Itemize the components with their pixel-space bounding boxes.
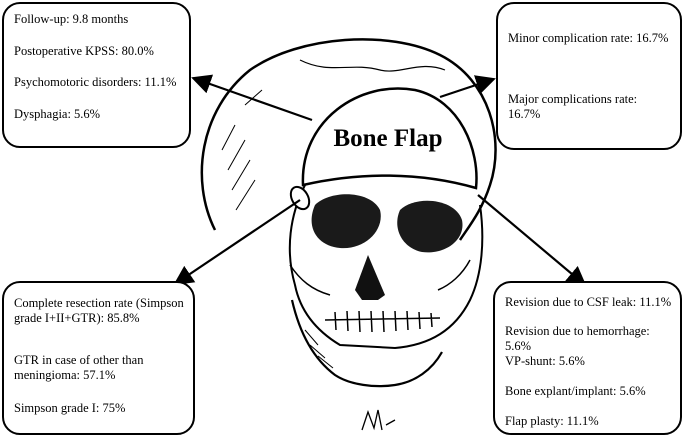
bone-flap-label: Bone Flap [333,125,443,152]
list-item: Flap plasty: 11.1% [505,414,599,428]
list-item: Simpson grade I: 75% [14,401,126,415]
list-item: Revision due to CSF leak: 11.1% [505,295,672,309]
box-revision-rates: Revision due to CSF leak: 11.1% Revision… [493,281,682,435]
list-item: Postoperative KPSS: 80.0% [14,44,154,58]
cranium-suture [299,59,446,72]
arrow-top-left [191,74,313,122]
list-item: VP-shunt: 5.6% [505,354,585,368]
box-resection-rates: Complete resection rate (Simpson grade I… [2,281,195,435]
list-item: Complete resection rate (Simpson grade I… [14,296,184,325]
bone-flap-shape [301,87,478,190]
cheek-shading [289,259,471,296]
signature [361,409,396,431]
cranium-shading [221,89,263,211]
cranium-outline [200,38,497,241]
list-item: Psychomotoric disorders: 11.1% [14,75,177,89]
arrow-top-right [439,75,496,99]
burr-hole [289,185,311,211]
list-item: Revision due to hemorrhage: 5.6% [505,324,650,353]
list-item: Minor complication rate: 16.7% [508,31,669,45]
jaw-outline [290,299,443,388]
right-eye-socket [397,200,463,253]
box-follow-up-outcomes: Follow-up: 9.8 months Postoperative KPSS… [2,2,191,148]
list-item: Dysphagia: 5.6% [14,107,101,121]
face-outline [288,184,484,350]
arrow-bottom-left [173,199,301,286]
list-item: Follow-up: 9.8 months [14,12,129,26]
list-item: Bone explant/implant: 5.6% [505,384,646,398]
upper-teeth [324,310,441,333]
list-item: GTR in case of other than meningioma: 57… [14,353,144,382]
list-item: Major complications rate: 16.7% [508,92,638,121]
left-eye-socket [311,194,381,249]
box-complication-rates: Minor complication rate: 16.7% Major com… [496,2,682,150]
nasal-cavity [355,255,385,300]
arrow-bottom-right [477,194,587,287]
jaw-shading [304,329,334,369]
